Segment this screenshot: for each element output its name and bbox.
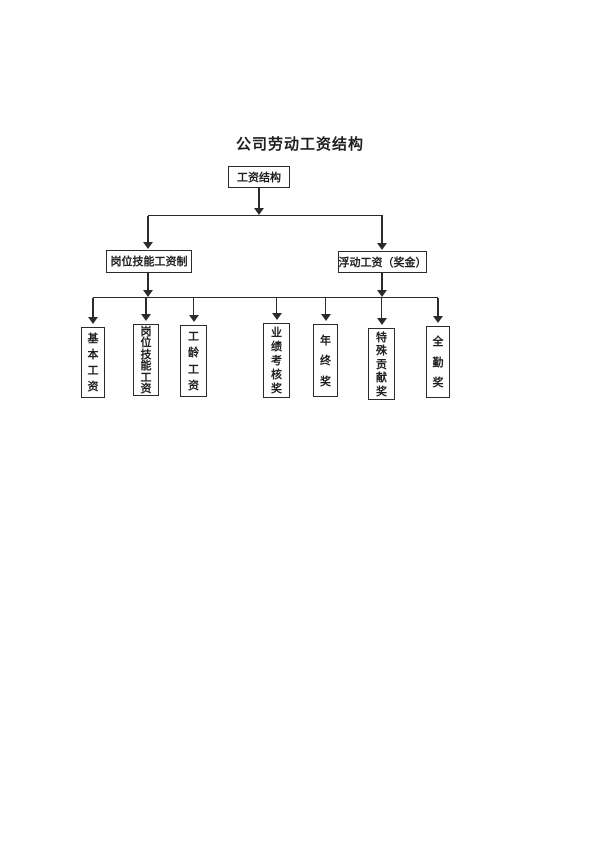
connector-line [258, 188, 260, 208]
connector-line [437, 298, 439, 316]
node-seniority-wage: 工龄工资 [180, 325, 207, 397]
node-label-char: 资 [188, 378, 199, 392]
node-label-char: 工 [188, 362, 199, 376]
node-label-char: 奖 [376, 384, 387, 398]
connector-line [145, 298, 147, 314]
arrow-down-icon [141, 314, 151, 321]
node-label-char: 奖 [432, 375, 444, 389]
node-label-char: 资 [140, 382, 152, 396]
node-label-char: 全 [432, 335, 444, 349]
node-label-char: 考 [271, 354, 282, 367]
node-label-char: 工 [87, 364, 99, 377]
connector-line [92, 298, 94, 317]
arrow-down-icon [320, 314, 331, 321]
arrow-down-icon [376, 318, 387, 325]
node-label-char: 殊 [376, 344, 387, 357]
connector-line [147, 273, 149, 290]
node-special-contribution-award: 特殊贡献奖 [368, 328, 395, 400]
node-label-char: 核 [271, 368, 282, 381]
connector-line [380, 298, 383, 318]
node-label: 浮动工资（奖金） [338, 255, 427, 269]
node-basic-wage: 基本工资 [81, 327, 105, 398]
node-label-char: 工 [140, 370, 152, 384]
node-label-char: 勤 [432, 355, 444, 369]
arrow-down-icon [254, 208, 264, 215]
node-label-char: 工 [188, 330, 199, 344]
arrow-down-icon [143, 242, 153, 249]
node-year-end-bonus: 年终奖 [313, 324, 338, 397]
diagram-title: 公司劳动工资结构 [235, 135, 364, 153]
node-label-char: 岗 [140, 324, 152, 338]
node-label-char: 贡 [376, 357, 387, 371]
connector-line [192, 298, 195, 315]
node-label-char: 能 [140, 359, 152, 373]
node-label: 岗位技能工资制 [110, 255, 188, 268]
node-label-char: 献 [376, 371, 387, 384]
node-label-char: 龄 [188, 346, 199, 360]
arrow-down-icon [143, 290, 153, 297]
arrow-down-icon [433, 316, 443, 323]
arrow-down-icon [271, 313, 282, 320]
arrow-down-icon [188, 315, 199, 322]
connector-line [275, 298, 278, 313]
arrow-down-icon [377, 290, 387, 297]
connector-line [93, 296, 438, 298]
node-floating-wage-bonus: 浮动工资（奖金） [338, 251, 427, 273]
node-label-char: 年 [320, 333, 331, 347]
node-label: 工资结构 [237, 170, 281, 184]
connector-line [148, 214, 383, 216]
node-label-char: 本 [87, 348, 99, 361]
node-label-char: 技 [140, 347, 152, 361]
node-wage-structure: 工资结构 [228, 166, 290, 188]
connector-line [381, 216, 383, 243]
node-performance-assessment-award: 业绩考核奖 [263, 323, 290, 398]
node-label-char: 终 [320, 354, 331, 367]
arrow-down-icon [88, 317, 98, 324]
connector-line [324, 298, 327, 314]
node-label-char: 奖 [271, 382, 282, 395]
connector-line [147, 216, 149, 242]
node-position-skill-wage: 岗位技能工资 [133, 324, 159, 396]
arrow-down-icon [377, 243, 387, 250]
node-label-char: 业 [271, 326, 282, 339]
node-label-char: 基 [87, 332, 99, 345]
node-label-char: 位 [140, 336, 152, 350]
node-label-char: 资 [87, 380, 99, 393]
node-label-char: 绩 [271, 340, 282, 353]
connector-line [381, 273, 383, 290]
node-full-attendance-award: 全勤奖 [426, 326, 450, 398]
node-position-skill-wage-system: 岗位技能工资制 [106, 250, 192, 273]
node-label-char: 奖 [320, 374, 331, 388]
node-label-char: 特 [376, 330, 387, 344]
